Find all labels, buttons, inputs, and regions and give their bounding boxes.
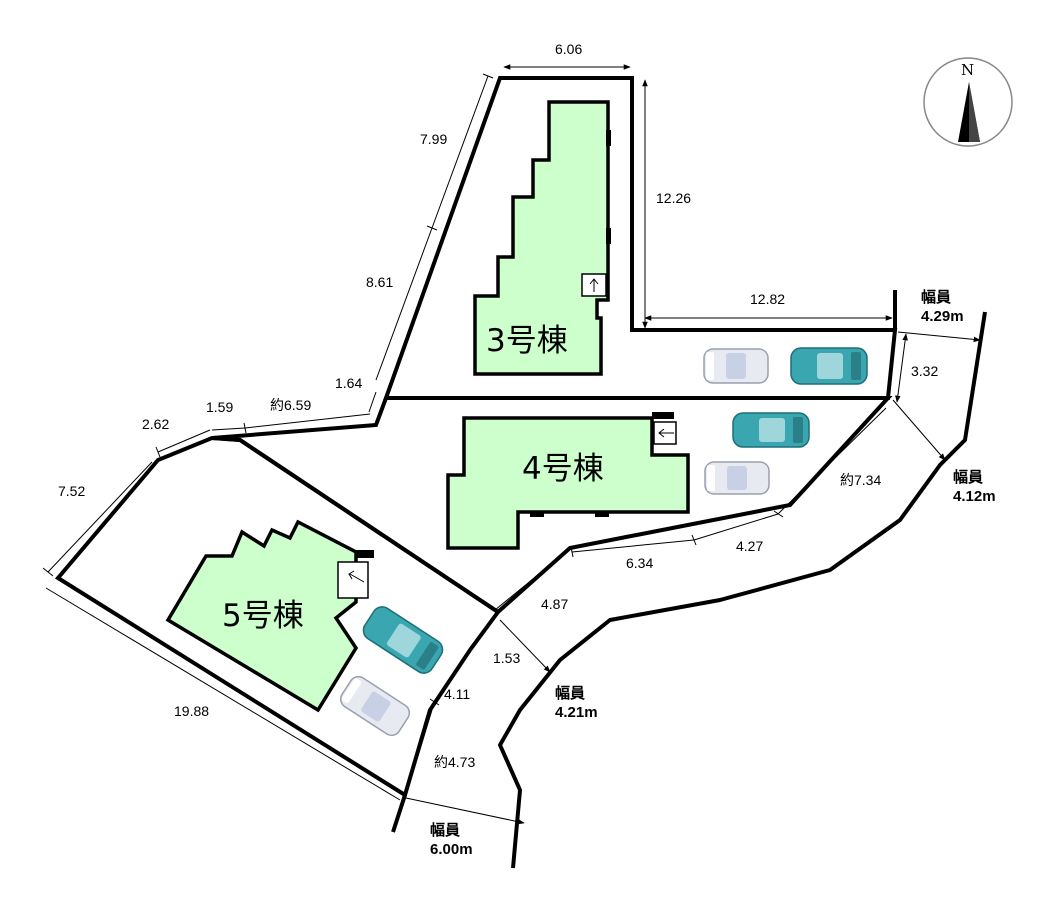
building-5-entrance (337, 561, 369, 599)
car-icon (362, 606, 444, 674)
building-3: 3号棟 (473, 100, 611, 376)
car-icon (790, 347, 868, 385)
entrance-arrow-icon (658, 428, 674, 438)
dim-label: 8.61 (366, 274, 393, 290)
road-label-width: 6.00m (430, 841, 473, 858)
road-label-title: 幅員 (921, 288, 951, 306)
road-label-width: 4.12m (953, 488, 996, 505)
dim-label: 7.99 (420, 131, 447, 147)
building-4: 4号棟 (446, 412, 690, 550)
road-edge-east-outer (498, 311, 987, 869)
dim-label: 1.59 (206, 399, 233, 415)
road-label-width: 4.21m (555, 704, 598, 721)
road-label-title: 幅員 (953, 468, 983, 486)
dim-label: 7.52 (58, 483, 85, 499)
dim-label: 19.88 (174, 703, 209, 719)
road-edge-inner (391, 794, 407, 833)
entrance-arrow-icon (348, 570, 365, 583)
road-labels: 幅員 4.29m 幅員 4.12m 幅員 4.21m 幅員 6.00m (430, 288, 996, 858)
dim-label: 3.32 (911, 363, 938, 379)
lot-5-boundary (54, 435, 501, 799)
compass-north-label: N (961, 61, 974, 79)
dimension-lines (42, 64, 981, 825)
dim-label: 約7.34 (840, 472, 881, 488)
building-5: 5号棟 (165, 519, 374, 713)
building-5-footprint (165, 519, 359, 713)
car-icon (732, 412, 810, 448)
dim-label: 2.62 (142, 416, 169, 432)
dim-label: 1.64 (335, 375, 362, 391)
compass: N (923, 57, 1013, 147)
road-label-title: 幅員 (555, 684, 585, 702)
dim-label: 1.53 (493, 650, 520, 666)
dim-label: 12.82 (750, 291, 785, 307)
dim-label: 4.27 (736, 538, 763, 554)
car-icon (703, 348, 769, 384)
building-4-label: 4号棟 (522, 451, 604, 487)
dim-label: 4.11 (444, 686, 470, 702)
car-icon (339, 675, 411, 737)
dim-label: 約6.59 (270, 397, 311, 413)
car-icon (704, 461, 770, 495)
road-edges (391, 290, 987, 869)
dim-label: 12.26 (656, 190, 691, 206)
building-5-label: 5号棟 (222, 598, 304, 634)
parking-cars (339, 347, 868, 737)
road-label-title: 幅員 (430, 821, 460, 839)
road-label-width: 4.29m (921, 308, 964, 325)
dim-label: 6.34 (626, 555, 653, 571)
dim-label: 約4.73 (434, 754, 475, 770)
building-4-footprint (446, 416, 690, 550)
building-3-label: 3号棟 (486, 323, 568, 359)
dimension-labels: 6.06 12.26 7.99 8.61 1.64 約6.59 1.59 2.6… (58, 41, 938, 770)
entrance-arrow-icon (589, 278, 599, 292)
dim-label: 4.87 (541, 596, 568, 612)
building-3-footprint (473, 100, 610, 376)
dim-label: 6.06 (555, 41, 582, 57)
